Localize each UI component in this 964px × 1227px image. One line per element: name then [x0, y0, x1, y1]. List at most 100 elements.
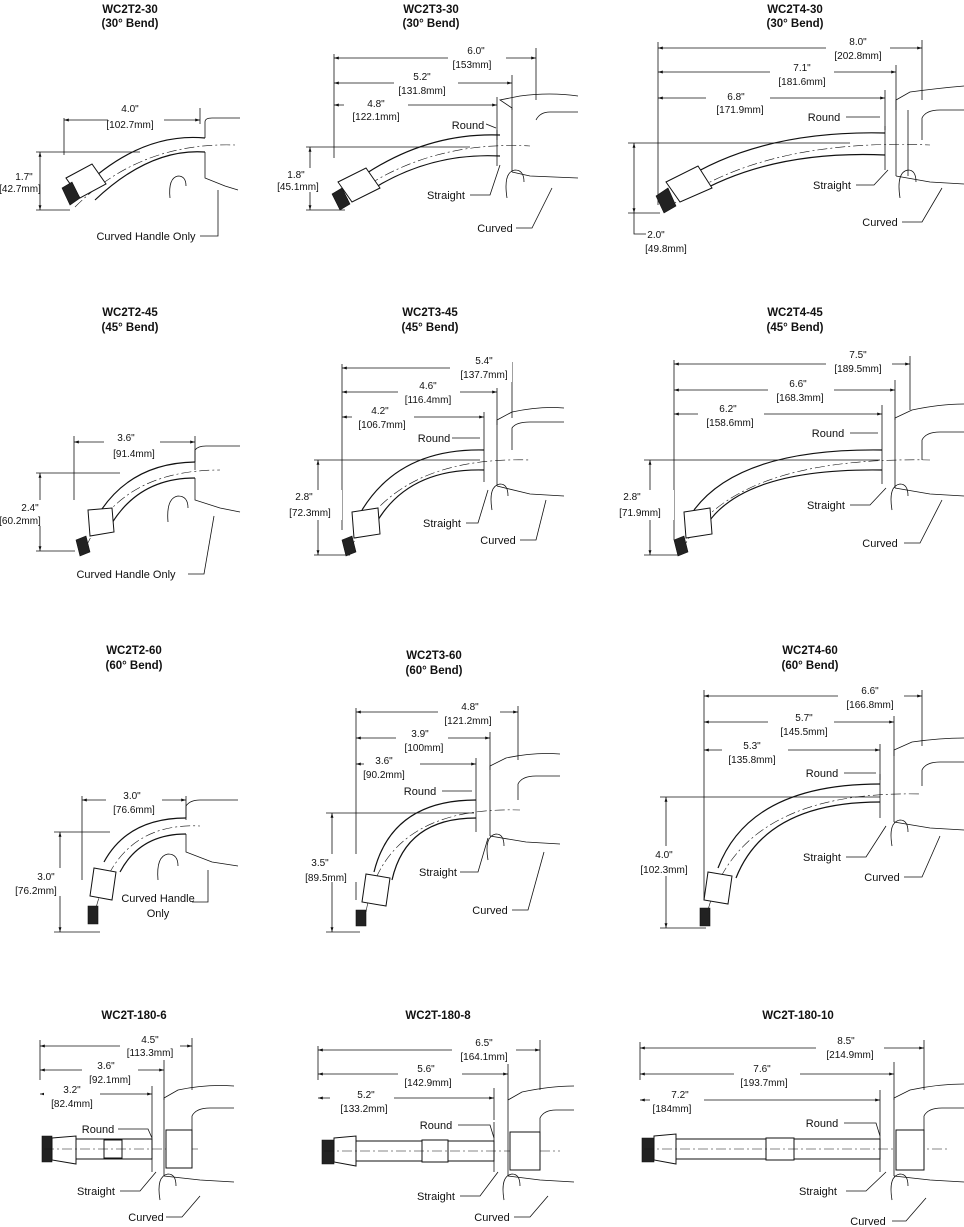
dim-length-overall: 6.0"	[467, 46, 485, 57]
dim-length-straight: 3.9"	[411, 729, 429, 740]
dim-length-straight-mm: [145.5mm]	[780, 727, 827, 738]
dim-length-overall-mm: [153mm]	[453, 60, 492, 71]
diagram-wc2t2-60: WC2T2-60 (60° Bend) 3.0" [76.6mm] 3.0" […	[15, 645, 239, 933]
dim-height: 1.7"	[15, 172, 33, 183]
torch-neck-icon	[321, 1085, 575, 1201]
dim-length-straight-mm: [100mm]	[405, 743, 444, 754]
dim-height: 2.0"	[647, 230, 665, 241]
dim-length-round: 6.8"	[727, 92, 745, 103]
diagram-title: WC2T-180-10	[762, 1010, 834, 1022]
callout-round: Round	[806, 1118, 838, 1130]
diagram-subtitle: (30° Bend)	[102, 18, 159, 30]
dim-length-straight: 5.6"	[417, 1064, 435, 1075]
diagram-wc2t4-60: WC2T4-60 (60° Bend) 6.6" [166.8mm] 5.7" …	[634, 645, 964, 929]
callout-curved: Curved	[472, 905, 507, 917]
diagram-wc2t2-45: WC2T2-45 (45° Bend) 3.6" [91.4mm] 2.4" […	[0, 307, 241, 581]
torch-neck-icon	[75, 445, 241, 557]
dim-length-round: 3.2"	[63, 1085, 81, 1096]
torch-neck-icon	[699, 737, 964, 927]
dim-height-mm: [76.2mm]	[15, 886, 57, 897]
dim-length-round-mm: [171.9mm]	[716, 105, 763, 116]
dim-length-straight: 5.7"	[795, 713, 813, 724]
dim-height-mm: [71.9mm]	[619, 508, 661, 519]
callout-round: Round	[418, 433, 450, 445]
dim-length-overall: 4.5"	[141, 1035, 159, 1046]
dim-length-round: 5.3"	[743, 741, 761, 752]
callout-round: Round	[452, 120, 484, 132]
dim-length-round: 4.8"	[367, 99, 385, 110]
callout-straight: Straight	[417, 1191, 455, 1203]
diagram-title: WC2T2-60	[106, 645, 162, 657]
callout-round: Round	[812, 428, 844, 440]
callout-straight: Straight	[423, 518, 461, 530]
callout-curved-handle-only: Curved Handle Only	[76, 569, 176, 581]
diagram-subtitle: (60° Bend)	[782, 660, 839, 672]
diagram-wc2t-180-6: WC2T-180-6 4.5" [113.3mm] 3.6" [92.1mm] …	[39, 1010, 235, 1224]
callout-curved: Curved	[864, 872, 899, 884]
dim-height-mm: [45.1mm]	[277, 182, 319, 193]
diagram-title: WC2T3-45	[402, 307, 458, 319]
dim-length-straight-mm: [92.1mm]	[89, 1075, 131, 1086]
torch-neck-icon	[331, 93, 579, 211]
dim-length-straight: 7.6"	[753, 1064, 771, 1075]
diagram-wc2t-180-10: WC2T-180-10 8.5" [214.9mm] 7.6" [193.7mm…	[639, 1010, 964, 1227]
callout-curved: Curved	[850, 1216, 885, 1227]
dim-length-round: 7.2"	[671, 1090, 689, 1101]
dim-length-round-mm: [82.4mm]	[51, 1099, 93, 1110]
dim-length-overall-mm: [164.1mm]	[460, 1052, 507, 1063]
dim-length-overall: 6.6"	[861, 686, 879, 697]
dim-length-round-mm: [135.8mm]	[728, 755, 775, 766]
diagram-subtitle: (30° Bend)	[403, 18, 460, 30]
diagram-title: WC2T4-45	[767, 307, 823, 319]
callout-round: Round	[420, 1120, 452, 1132]
torch-neck-icon	[41, 1085, 235, 1201]
callout-round: Round	[82, 1124, 114, 1136]
dim-height-mm: [49.8mm]	[645, 244, 687, 255]
callout-straight: Straight	[419, 867, 457, 879]
dim-length-straight-mm: [116.4mm]	[405, 395, 452, 406]
diagram-wc2t3-30: WC2T3-30 (30° Bend) 6.0" [153mm] 5.2" [1…	[277, 4, 579, 235]
dim-height: 3.0"	[37, 872, 55, 883]
callout-curved: Curved	[480, 535, 515, 547]
callout-straight: Straight	[807, 500, 845, 512]
diagram-wc2t3-60: WC2T3-60 (60° Bend) 4.8" [121.2mm] 3.9" …	[300, 650, 561, 933]
diagram-title: WC2T2-45	[102, 307, 158, 319]
diagram-title: WC2T3-60	[406, 650, 462, 662]
torch-neck-icon	[673, 403, 964, 557]
dim-height-mm: [60.2mm]	[0, 516, 41, 527]
callout-round: Round	[404, 786, 436, 798]
dim-length-round-mm: [90.2mm]	[363, 770, 405, 781]
callout-only: Only	[147, 908, 170, 920]
dim-length-straight: 6.6"	[789, 379, 807, 390]
dim-length-round-mm: [184mm]	[653, 1104, 692, 1115]
diagram-wc2t-180-8: WC2T-180-8 6.5" [164.1mm] 5.6" [142.9mm]…	[317, 1010, 575, 1224]
dim-length-overall-mm: [137.7mm]	[460, 370, 507, 381]
dim-length-straight: 3.6"	[97, 1061, 115, 1072]
callout-curved-handle-only: Curved Handle Only	[96, 231, 196, 243]
dim-height: 2.8"	[295, 492, 313, 503]
dim-length-straight-mm: [193.7mm]	[740, 1078, 787, 1089]
callout-round: Round	[806, 768, 838, 780]
dim-length-mm: [91.4mm]	[113, 449, 155, 460]
dim-height: 4.0"	[655, 850, 673, 861]
dim-length-overall: 7.5"	[849, 350, 867, 361]
dim-length-straight-mm: [181.6mm]	[778, 77, 825, 88]
dim-length-mm: [102.7mm]	[106, 120, 153, 131]
dim-length-overall: 8.0"	[849, 37, 867, 48]
dim-length-round-mm: [122.1mm]	[352, 112, 399, 123]
dim-length-overall-mm: [202.8mm]	[834, 51, 881, 62]
callout-straight: Straight	[803, 852, 841, 864]
callout-straight: Straight	[813, 180, 851, 192]
diagram-subtitle: (45° Bend)	[402, 322, 459, 334]
dim-length-straight-mm: [168.3mm]	[776, 393, 823, 404]
dim-length-overall: 4.8"	[461, 702, 479, 713]
dim-height-mm: [42.7mm]	[0, 184, 41, 195]
dim-length-overall-mm: [189.5mm]	[834, 364, 881, 375]
diagram-title: WC2T4-60	[782, 645, 838, 657]
dim-height: 1.8"	[287, 170, 305, 181]
dim-length-round: 5.2"	[357, 1090, 375, 1101]
callout-straight: Straight	[77, 1186, 115, 1198]
dim-length-straight: 7.1"	[793, 63, 811, 74]
dim-height: 2.4"	[21, 503, 39, 514]
dim-length-overall: 5.4"	[475, 356, 493, 367]
